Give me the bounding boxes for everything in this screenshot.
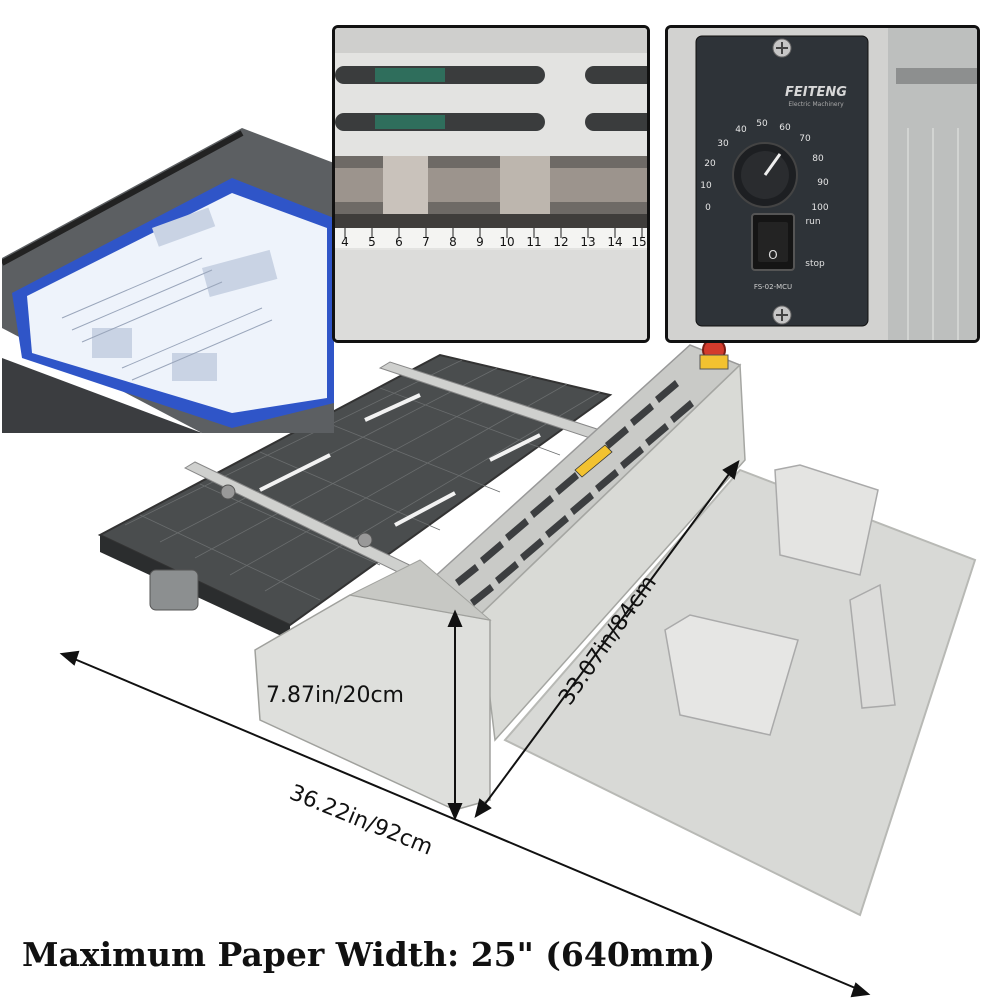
brand-subtitle: Electric Machinery [788,101,844,108]
warning-label [574,444,613,478]
brand-logo: FEITENG [785,85,847,100]
tray-stopper-front [664,614,799,736]
ruler-tick-label: 7 [422,235,430,249]
ruler-tick-label: 10 [499,235,514,249]
machine-end-cap-top [348,559,492,621]
max-paper-width-caption: Maximum Paper Width: 25" (640mm) [22,935,716,974]
height-dimension-label: 7.87in/20cm [266,683,404,708]
ruler-tick-label: 11 [526,235,541,249]
ruler-tick-label: 12 [553,235,568,249]
run-label: run [805,217,820,227]
paper-feed-photo [2,128,334,433]
model-label: FS-02-MCU [754,283,792,291]
stop-label: stop [805,259,825,269]
dial-tick-label: 40 [735,125,747,135]
dial-tick-label: 30 [717,139,729,149]
ruler-tick-label: 14 [607,235,622,249]
ruler-tick-label: 6 [395,235,403,249]
tray-stopper-side [849,583,896,709]
dial-tick-label: 60 [779,123,791,133]
ruler-tick-label: 15 [631,235,646,249]
dial-tick-label: 80 [812,154,824,164]
machine-foot [149,569,199,611]
dial-tick-label: 100 [811,203,828,213]
ruler-ticks [344,228,643,238]
dial-tick-label: 10 [700,181,712,191]
feed-table-grid [124,359,601,601]
feed-table-slots [259,393,541,527]
inset-ruler-closeup: 4 5 6 7 8 9 10 11 12 13 14 15 [332,25,650,343]
ruler-tick-label: 9 [476,235,484,249]
dial-tick-label: 0 [705,203,711,213]
dial-tick-label: 50 [756,119,768,129]
dial-tick-label: 90 [817,178,829,188]
tray-stopper-back [774,464,879,576]
control-panel-photo: FEITENG Electric Machinery 0 10 20 30 40… [668,28,977,340]
ruler-tick-label: 5 [368,235,376,249]
ruler-tick-label: 4 [341,235,349,249]
inset-paper-feed [2,68,334,433]
dial-tick-label: 20 [704,159,716,169]
ruler-tick-label: 8 [449,235,457,249]
dimension-arrows [59,459,871,998]
ruler-closeup-photo: 4 5 6 7 8 9 10 11 12 13 14 15 [335,28,647,340]
inset-control-panel: FEITENG Electric Machinery 0 10 20 30 40… [665,25,980,343]
switch-symbol: O [768,248,777,262]
emergency-stop-base [699,354,729,370]
ruler-tick-label: 13 [580,235,595,249]
dial-tick-label: 70 [799,134,811,144]
